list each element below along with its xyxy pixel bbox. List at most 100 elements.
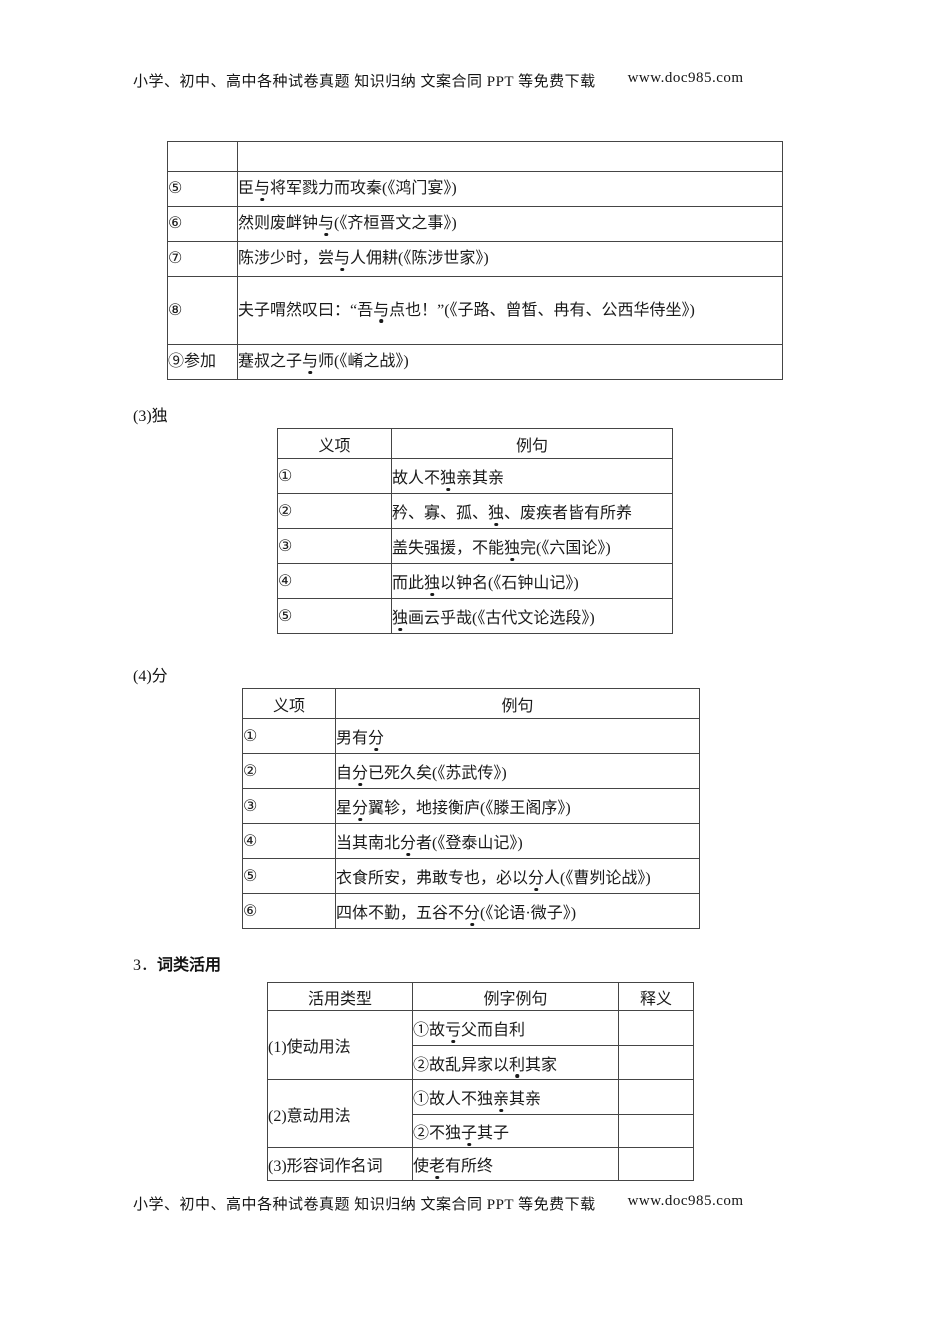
usage-type-text: (3)形容词作名词	[268, 1158, 383, 1175]
example-post: 翼轸，地接衡庐(《滕王阁序》)	[368, 800, 571, 817]
table-row: ④ 当其南北分者(《登泰山记》)	[242, 823, 700, 859]
definition-cell	[618, 1045, 694, 1080]
meaning-number: ②	[278, 503, 293, 520]
example-cell: 男有分	[335, 718, 700, 754]
example-pre: 然则废衅钟	[238, 215, 319, 232]
example-pre: 衣食所安，弗敢专也，必以	[336, 870, 529, 887]
example-cell: 然则废衅钟与(《齐桓晋文之事》)	[237, 206, 783, 242]
example-pre: 夫子喟然叹曰：“吾	[238, 301, 374, 319]
meaning-cell: ③	[242, 788, 336, 824]
example-pre: ①故人不独	[413, 1091, 494, 1108]
example-pre: 矜、寡、孤、	[392, 505, 489, 522]
table-row: ③ 盖失强援，不能独完(《六国论》)	[277, 528, 673, 564]
heading-text: 词类活用	[157, 957, 222, 974]
example-post: 点也！”(《子路、曾皙、冉有、公西华侍坐》)	[389, 301, 695, 319]
example-pre: ②不独	[413, 1125, 462, 1142]
usage-type-cell: (2)意动用法	[267, 1079, 413, 1148]
example-pre: 星	[336, 800, 353, 817]
example-post: 有所终	[445, 1158, 494, 1175]
emphasized-char: 分	[464, 905, 481, 922]
example-cell: 故人不独亲其亲	[391, 458, 673, 494]
emphasized-char: 与	[254, 180, 271, 197]
page-header: 小学、初中、高中各种试卷真题 知识归纳 文案合同 PPT 等免费下载 www.d…	[133, 70, 744, 91]
table-row: ⑤ 衣食所安，弗敢专也，必以分人(《曹刿论战》)	[242, 858, 700, 894]
example-pre: 而此	[392, 575, 425, 592]
example-post: 亲其亲	[456, 470, 505, 487]
example-pre: 四体不勤，五谷不	[336, 905, 465, 922]
table-fen-meanings: 义项 例句 ① 男有分 ② 自分已死久矣(《苏武传》) ③ 星分翼轸，地接衡庐(…	[242, 688, 700, 929]
emphasized-char: 独	[488, 505, 505, 522]
example-cell: 当其南北分者(《登泰山记》)	[335, 823, 700, 859]
emphasized-char: 分	[528, 870, 545, 887]
table-row: (3)形容词作名词 使老有所终	[267, 1147, 694, 1181]
example-post: (《齐桓晋文之事》)	[334, 215, 457, 232]
table-row: ⑨参加 蹇叔之子与师(《崤之战》)	[167, 344, 783, 380]
header-promo-text: 小学、初中、高中各种试卷真题 知识归纳 文案合同 PPT 等免费下载	[133, 74, 596, 90]
meaning-text: ⑥	[168, 215, 183, 232]
emphasized-char: 独	[504, 540, 521, 557]
table-row: ②不独子其子	[268, 1114, 694, 1148]
definition-cell	[618, 1114, 694, 1148]
example-pre: 故人不	[392, 470, 441, 487]
emphasized-char: 老	[429, 1158, 446, 1175]
example-cell	[237, 141, 783, 172]
table-du-meanings: 义项 例句 ① 故人不独亲其亲 ② 矜、寡、孤、独、废疾者皆有所养 ③ 盖失强援…	[277, 428, 673, 634]
example-post: 其家	[525, 1056, 558, 1074]
table-row: ③ 星分翼轸，地接衡庐(《滕王阁序》)	[242, 788, 700, 824]
meaning-number: ⑥	[243, 903, 258, 920]
meaning-number: ④	[243, 833, 258, 850]
section-heading-fen: (4)分	[133, 668, 168, 685]
example-post: 人(《曹刿论战》)	[544, 870, 651, 887]
example-cell: 臣与将军戮力而攻秦(《鸿门宴》)	[237, 171, 783, 207]
meaning-number: ①	[278, 468, 293, 485]
example-post: 、废疾者皆有所养	[504, 505, 633, 522]
table-header-row: 活用类型 例字例句 释义	[267, 982, 694, 1011]
example-pre: 臣	[238, 180, 255, 197]
meaning-number: ⑤	[278, 608, 293, 625]
table-row: ① 故人不独亲其亲	[277, 458, 673, 494]
example-cell: 蹇叔之子与师(《崤之战》)	[237, 344, 783, 380]
emphasized-char: 独	[440, 470, 457, 487]
column-header-definition: 释义	[618, 982, 694, 1011]
usage-type-text: (2)意动用法	[268, 1107, 351, 1125]
emphasized-char: 分	[352, 800, 369, 817]
table-row: ⑦ 陈涉少时，尝与人佣耕(《陈涉世家》)	[167, 241, 783, 277]
column-header-usage-type: 活用类型	[267, 982, 413, 1011]
example-pre: ①故	[413, 1022, 446, 1039]
emphasized-char: 亲	[493, 1091, 510, 1108]
meaning-cell: ①	[242, 718, 336, 754]
table-row: ②故乱异家以利其家	[268, 1045, 694, 1080]
example-pre: ②故乱异家以	[413, 1056, 510, 1074]
meaning-number: ③	[243, 798, 258, 815]
example-post: 父而自利	[461, 1022, 526, 1039]
example-cell: 星分翼轸，地接衡庐(《滕王阁序》)	[335, 788, 700, 824]
column-header-example: 例字例句	[412, 982, 619, 1011]
emphasized-char: 与	[302, 353, 319, 370]
example-post: 师(《崤之战》)	[318, 353, 409, 370]
emphasized-char: 利	[509, 1056, 526, 1074]
meaning-cell: ⑤	[167, 171, 238, 207]
table-row: (2)意动用法 ①故人不独亲其亲	[267, 1079, 694, 1148]
meaning-number: ④	[278, 573, 293, 590]
example-post: 其子	[477, 1125, 510, 1142]
example-cell: 自分已死久矣(《苏武传》)	[335, 753, 700, 789]
table-row: ⑥ 四体不勤，五谷不分(《论语·微子》)	[242, 893, 700, 929]
meaning-number: ①	[243, 728, 258, 745]
table-row: ⑥ 然则废衅钟与(《齐桓晋文之事》)	[167, 206, 783, 242]
emphasized-char: 子	[461, 1125, 478, 1142]
example-post: 以钟名(《石钟山记》)	[440, 575, 579, 592]
definition-cell	[618, 1010, 694, 1046]
meaning-cell: ⑧	[167, 276, 238, 345]
example-pre: 当其南北	[336, 835, 401, 852]
example-pre: 蹇叔之子	[238, 353, 303, 370]
definition-cell	[618, 1147, 694, 1181]
meaning-cell: ④	[277, 563, 392, 599]
example-pre: 自	[336, 765, 353, 782]
example-cell: ①故亏父而自利	[412, 1010, 619, 1046]
heading-number: 3．	[133, 957, 158, 974]
meaning-number: ③	[278, 538, 293, 555]
meaning-cell: ②	[242, 753, 336, 789]
meaning-number: ②	[243, 763, 258, 780]
example-post: 者(《登泰山记》)	[416, 835, 523, 852]
